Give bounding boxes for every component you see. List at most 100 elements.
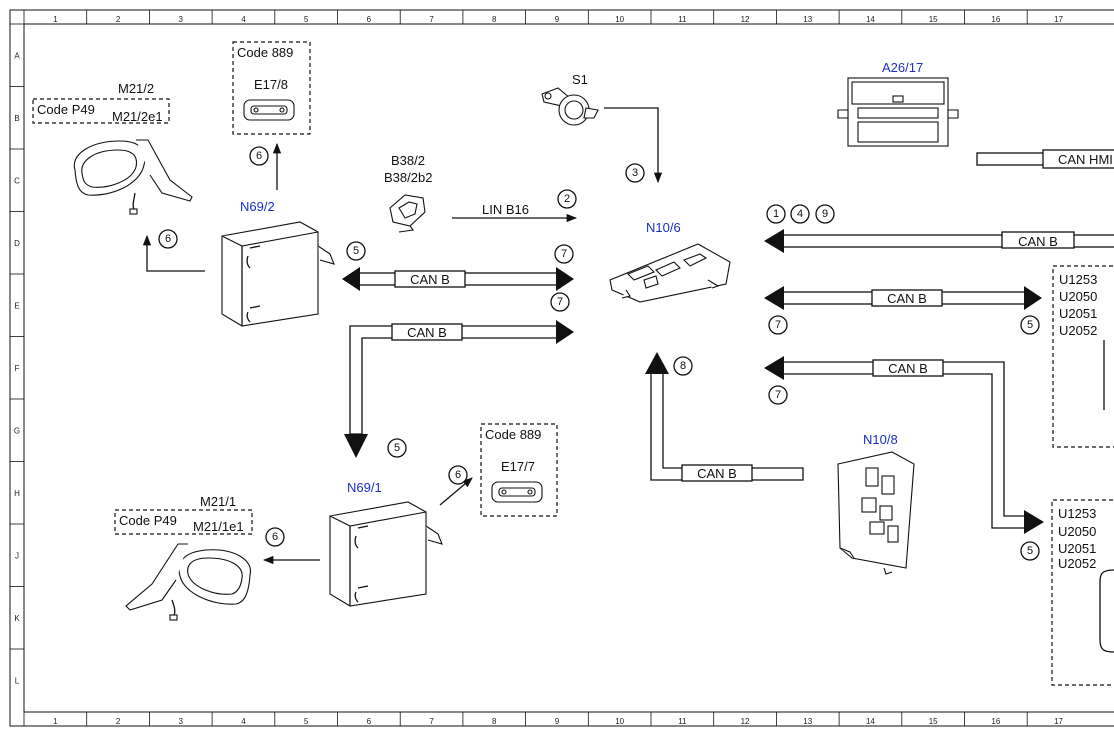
svg-text:2: 2 xyxy=(564,193,570,205)
grid-column-label: 15 xyxy=(929,717,938,726)
fault-code: U2050 xyxy=(1059,289,1097,304)
svg-text:6: 6 xyxy=(455,469,461,481)
svg-text:6: 6 xyxy=(165,233,171,245)
can-b-bus-link: CAN B xyxy=(342,267,574,291)
grid-row-label: D xyxy=(14,239,20,248)
callout-9: 9 xyxy=(815,204,835,224)
svg-text:5: 5 xyxy=(394,442,400,454)
callout-6: 6 xyxy=(158,229,178,249)
label-code-889-bottom: Code 889 xyxy=(485,427,541,442)
svg-text:6: 6 xyxy=(272,531,278,543)
label-e17-8: E17/8 xyxy=(254,77,288,92)
can-b-bus-link: CAN B xyxy=(344,320,574,458)
rain-light-sensor-icon xyxy=(389,194,426,233)
grid-column-ticks: 1122334455667788991010111112121313141415… xyxy=(23,10,1064,726)
grid-row-label: C xyxy=(14,176,20,185)
grid-row-label: F xyxy=(15,364,20,373)
callout-8: 8 xyxy=(673,356,693,376)
door-module-icon xyxy=(221,221,335,327)
grid-row-label: E xyxy=(14,301,19,310)
callout-5: 5 xyxy=(1020,541,1040,561)
callout-7: 7 xyxy=(554,244,574,264)
n69-2-group: N69/2 xyxy=(221,199,335,327)
can-b-bus-link: CAN B xyxy=(764,286,1042,310)
e17-7-group: Code 889 E17/7 xyxy=(480,423,558,517)
grid-column-label: 6 xyxy=(367,717,372,726)
grid-column-label: 9 xyxy=(555,15,560,24)
fault-code: U2051 xyxy=(1058,541,1096,556)
grid-row-label: G xyxy=(14,426,20,435)
s1-group: S1 xyxy=(541,72,599,126)
label-lin-b16: LIN B16 xyxy=(482,202,529,217)
svg-text:8: 8 xyxy=(680,360,686,372)
grid-column-label: 1 xyxy=(53,717,58,726)
n10-8-group: N10/8 xyxy=(837,432,915,575)
label-n69-2: N69/2 xyxy=(240,199,275,214)
grid-column-label: 9 xyxy=(555,717,560,726)
grid-column-label: 1 xyxy=(53,15,58,24)
door-module-icon xyxy=(329,501,443,607)
label-n69-1: N69/1 xyxy=(347,480,382,495)
svg-text:1: 1 xyxy=(773,208,779,220)
label-can-b: CAN B xyxy=(1018,234,1058,249)
grid-column-label: 5 xyxy=(304,717,309,726)
label-b38-2: B38/2 xyxy=(391,153,425,168)
mirror-icon xyxy=(125,543,252,621)
grid-column-label: 3 xyxy=(179,15,184,24)
can-b-bus-link: CAN B xyxy=(645,352,804,482)
grid-column-label: 8 xyxy=(492,717,497,726)
callout-7: 7 xyxy=(768,385,788,405)
fault-code: U1253 xyxy=(1058,506,1096,521)
callout-5: 5 xyxy=(1020,315,1040,335)
label-code-p49-top: Code P49 xyxy=(37,102,95,117)
label-can-b: CAN B xyxy=(888,361,928,376)
e17-8-group: Code 889 E17/8 xyxy=(232,41,311,135)
audio-unit-icon xyxy=(837,77,959,147)
callout-5: 5 xyxy=(387,438,407,458)
connections: LIN B16 CAN B CAN B CAN B xyxy=(142,107,1114,565)
grid-column-label: 4 xyxy=(241,717,246,726)
svg-text:5: 5 xyxy=(1027,319,1033,331)
label-m21-1e1: M21/1e1 xyxy=(193,519,244,534)
mirror-icon xyxy=(73,139,193,215)
fault-code: U2051 xyxy=(1059,306,1097,321)
grid-column-label: 8 xyxy=(492,15,497,24)
callouts: 6 6 5 2 3 7 7 5 6 6 8 1 4 9 7 5 7 5 xyxy=(158,146,1040,561)
grid-row-label: H xyxy=(14,489,20,498)
ignition-switch-icon xyxy=(541,87,599,126)
callout-7: 7 xyxy=(768,315,788,335)
fuse-box-icon xyxy=(837,451,915,575)
label-can-b: CAN B xyxy=(410,272,450,287)
label-can-b: CAN B xyxy=(407,325,447,340)
callout-6: 6 xyxy=(448,465,468,485)
grid-column-label: 15 xyxy=(929,15,938,24)
can-b-bus-link: CAN B xyxy=(764,229,1114,253)
n69-1-group: N69/1 xyxy=(329,480,443,607)
fault-code-box-bottom: U1253 U2050 U2051 U2052 xyxy=(1051,499,1114,686)
svg-text:5: 5 xyxy=(1027,545,1033,557)
grid-row-label: B xyxy=(14,114,19,123)
svg-text:7: 7 xyxy=(775,319,781,331)
grid-column-label: 5 xyxy=(304,15,309,24)
svg-text:7: 7 xyxy=(557,296,563,308)
label-s1: S1 xyxy=(572,72,588,87)
svg-text:3: 3 xyxy=(632,167,638,179)
svg-text:4: 4 xyxy=(797,208,803,220)
grid-row-label: K xyxy=(14,614,20,623)
a26-17-group: A26/17 xyxy=(837,60,959,147)
grid-frame: 1122334455667788991010111112121313141415… xyxy=(9,9,1114,727)
grid-column-label: 2 xyxy=(116,15,121,24)
grid-column-label: 13 xyxy=(803,15,812,24)
label-n10-6: N10/6 xyxy=(646,220,681,235)
callout-2: 2 xyxy=(557,189,577,209)
svg-text:7: 7 xyxy=(775,389,781,401)
grid-column-label: 12 xyxy=(741,717,750,726)
grid-column-label: 11 xyxy=(678,15,687,24)
grid-row-label: J xyxy=(15,551,19,560)
mirror-m21-2-group: M21/2 Code P49 M21/2e1 xyxy=(32,81,193,215)
fault-code: U1253 xyxy=(1059,272,1097,287)
callout-4: 4 xyxy=(790,204,810,224)
grid-column-label: 7 xyxy=(429,15,434,24)
lamp-icon xyxy=(491,481,543,503)
